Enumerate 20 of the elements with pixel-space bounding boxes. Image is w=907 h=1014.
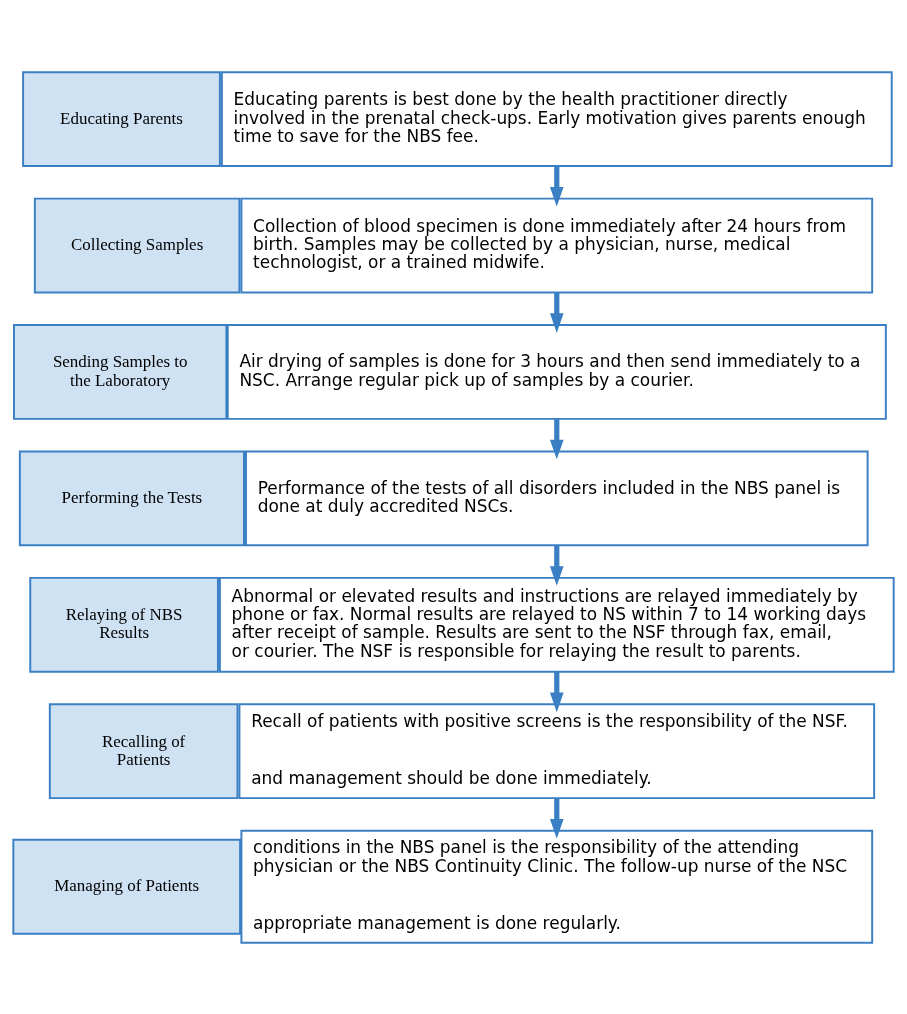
arrow bbox=[549, 544, 564, 586]
node-box: Educating parents is best done by the health practitioner directly involved in the prenatal check-ups. Early motivation gives parents enough time to save for the NBS fee. bbox=[220, 70, 893, 167]
node-box: Performance of the tests of all disorders included in the NBS panel is done at duly accredited NSCs. bbox=[245, 450, 869, 546]
node-box: Recall of patients with positive screens is the responsibility of the NSF. and management should be done immediately. bbox=[238, 702, 876, 799]
node-box: Performing the Tests bbox=[18, 450, 245, 546]
node-box: Air drying of samples is done for 3 hours and then send immediately to a NSC. Arrange regular pick up of samples by a courier. bbox=[226, 323, 887, 420]
node-box: Recalling of Patients bbox=[48, 702, 239, 799]
node-box: conditions in the NBS panel is the responsibility of the attending physician or the NBS Continuity Clinic. The follow-up nurse of the NSC appropriate management is done regularly. bbox=[240, 829, 874, 944]
arrow bbox=[549, 797, 564, 839]
node-box: Sending Samples to the Laboratory bbox=[13, 323, 228, 420]
node-box: Collecting Samples bbox=[33, 197, 241, 293]
arrow bbox=[549, 165, 564, 206]
node-box: Managing of Patients bbox=[12, 838, 242, 935]
arrow bbox=[549, 671, 564, 712]
arrow bbox=[549, 418, 564, 459]
node-box: Collection of blood specimen is done immediately after 24 hours from birth. Samples may be collected by a physician, nurse, medical technologist, or a trained midwife. bbox=[240, 197, 874, 293]
node-box: Relaying of NBS Results bbox=[29, 576, 219, 673]
node-box: Abnormal or elevated results and instructions are relayed immediately by phone or fax. Normal results are relayed to NS within 7 to 14 working days after receipt of sample. Results are sent to the NSF through fax, email, or courier. The NSF is responsible for relaying the result to parents. bbox=[218, 576, 895, 673]
arrow bbox=[549, 291, 564, 333]
node-box: Educating Parents bbox=[22, 70, 221, 167]
